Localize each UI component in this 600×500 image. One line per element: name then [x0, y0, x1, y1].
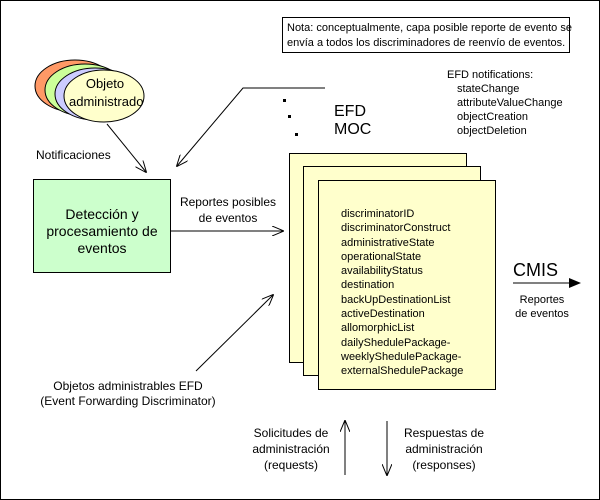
- efd-notification-item: stateChange: [457, 83, 520, 95]
- attribute-item: activeDestination: [341, 308, 425, 321]
- attribute-item: destination: [341, 279, 395, 292]
- responses-line-3: (responses): [412, 458, 476, 472]
- attribute-item: discriminatorConstruct: [341, 222, 451, 235]
- attribute-item: discriminatorID: [341, 208, 415, 220]
- detection-line-1: Detección y: [65, 206, 139, 222]
- attribute-item: weeklyShedulePackage-: [341, 350, 462, 363]
- managed-object-ellipse-4: [63, 69, 145, 123]
- managed-object-label-2: administrado: [69, 94, 144, 109]
- detection-line-3: eventos: [77, 240, 127, 256]
- requests-line-2: administración: [252, 442, 330, 456]
- attribute-item: backUpDestinationList: [341, 293, 451, 306]
- efd-notification-item: objectDeletion: [457, 125, 527, 137]
- requests-line-3: (requests): [263, 458, 319, 472]
- moc-label: MOC: [334, 121, 372, 138]
- efd-notification-item: objectCreation: [457, 111, 528, 123]
- efd-notification-item: attributeValueChange: [457, 97, 563, 109]
- responses-line-1: Respuestas de: [403, 426, 485, 440]
- detection-line-2: procesamiento de: [46, 223, 158, 239]
- attribute-list: discriminatorID discriminatorConstruct a…: [341, 207, 463, 379]
- possible-reports-line-2: de eventos: [198, 211, 258, 225]
- ellipsis-dot-2: [288, 115, 291, 118]
- note-line-1: Nota: conceptualmente, capa posible repo…: [287, 22, 572, 34]
- efd-label: EFD: [334, 103, 366, 120]
- note-line-2: envía a todos los discriminadores de ree…: [287, 37, 566, 49]
- cmis-sub-line-1: Reportes: [519, 294, 565, 306]
- note-box: Nota: conceptualmente, capa posible repo…: [282, 17, 572, 53]
- attribute-item: allomorphicList: [341, 322, 415, 335]
- efd-objects-line-1: Objetos administrables EFD: [53, 379, 203, 393]
- efd-card-front: discriminatorID discriminatorConstruct a…: [318, 180, 496, 390]
- efd-notifications-title: EFD notifications:: [447, 69, 534, 81]
- detection-processing-box: Detección y procesamiento de eventos: [33, 179, 171, 273]
- attribute-item: availabilityStatus: [341, 265, 423, 278]
- requests-line-1: Solicitudes de: [253, 426, 329, 440]
- attribute-item: externalShedulePackage: [341, 365, 464, 378]
- attribute-item: dailyShedulePackage-: [341, 336, 451, 349]
- responses-line-2: administración: [405, 442, 483, 456]
- cmis-sub-line-2: de eventos: [515, 308, 569, 320]
- notifications-arrow: [106, 123, 146, 172]
- possible-reports-line-1: Reportes posibles: [179, 195, 277, 209]
- cmis-label: CMIS: [513, 260, 558, 280]
- efd-objects-line-2: (Event Forwarding Discriminator): [40, 394, 216, 408]
- managed-object-label-1: Objeto: [85, 76, 125, 91]
- attribute-item: operationalState: [341, 250, 422, 263]
- efd-moc-arrow: [177, 87, 325, 166]
- ellipsis-dot-3: [295, 133, 298, 136]
- efd-objects-arrow: [195, 295, 273, 372]
- ellipsis-dot-1: [283, 99, 286, 102]
- attribute-item: administrativeState: [341, 236, 435, 249]
- notifications-label: Notificaciones: [36, 148, 111, 162]
